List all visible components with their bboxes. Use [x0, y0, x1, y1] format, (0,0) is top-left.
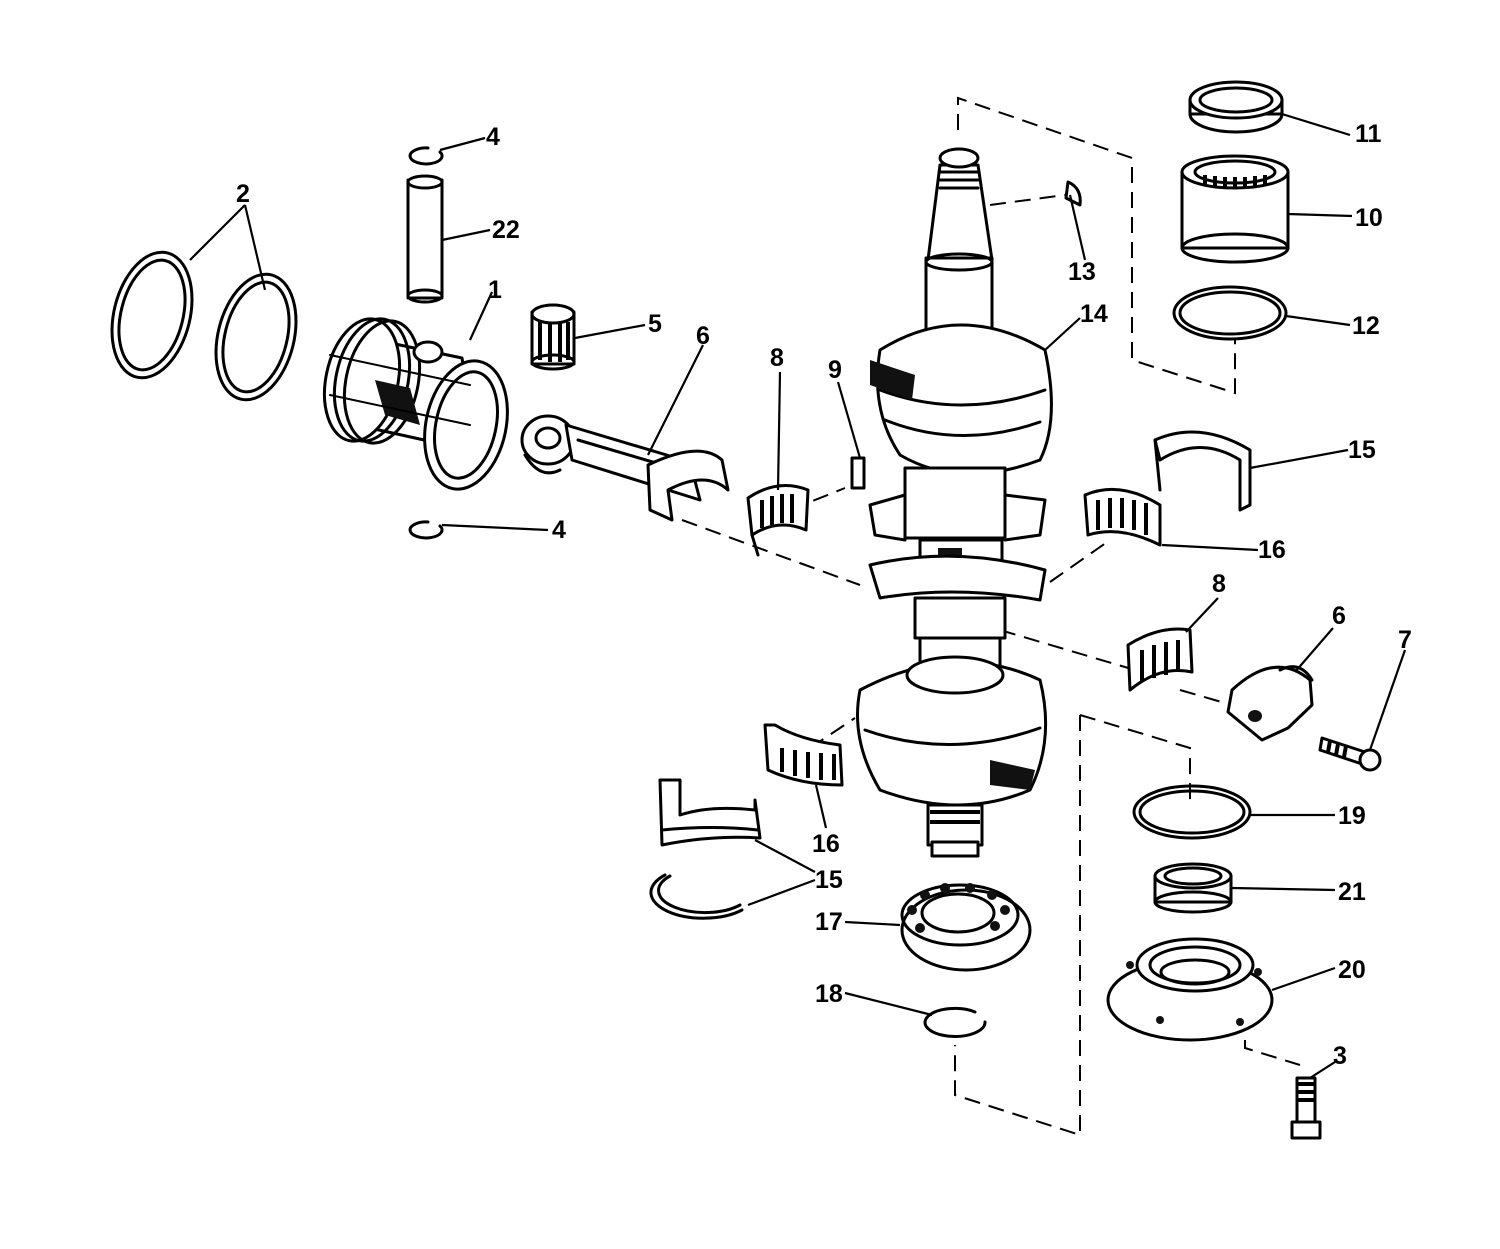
lower-main-bearing-cage-part: [763, 723, 844, 787]
callout-14: 14: [1080, 300, 1108, 328]
callout-21: 21: [1338, 878, 1366, 906]
upper-o-ring-part: [1172, 285, 1288, 341]
upper-main-bearing-part: [1180, 154, 1290, 264]
bearing-retainer-lower-part: [649, 778, 762, 920]
bearing-retainer-upper-part: [1153, 430, 1252, 512]
callout-leader-lines: [189, 112, 1407, 1079]
piston-pin-part: [406, 174, 444, 304]
callout-17: 17: [815, 908, 843, 936]
piston-rings-part: [110, 250, 298, 402]
callout-18: 18: [815, 980, 843, 1008]
callout-12: 12: [1352, 312, 1380, 340]
callout-10: 10: [1355, 204, 1383, 232]
callout-8-upper: 8: [770, 344, 784, 372]
crankshaft-part: [856, 147, 1053, 858]
crankpin-bearing-upper-part: [746, 484, 810, 557]
callout-7: 7: [1398, 626, 1412, 654]
upper-seal-part: [1188, 80, 1284, 134]
crankpin-bearing-lower-part: [1126, 627, 1194, 692]
callout-19: 19: [1338, 802, 1366, 830]
lower-o-ring-part: [1132, 784, 1252, 840]
callout-4-lower: 4: [552, 516, 566, 544]
housing-bolt-part: [1290, 1076, 1322, 1140]
retaining-clip-lower-part: [408, 520, 444, 540]
lower-bearing-housing-part: [1106, 937, 1274, 1042]
woodruff-key-part: [1064, 180, 1082, 207]
callout-11: 11: [1355, 120, 1382, 148]
lower-seal-part: [1153, 862, 1233, 914]
callout-20: 20: [1338, 956, 1366, 984]
callout-6-cap: 6: [1332, 602, 1346, 630]
callout-2: 2: [236, 180, 250, 208]
callout-15-lower: 15: [815, 866, 843, 894]
callout-labels: 2 1 4 22 4 5 6 8 9 11 10 12 13 14 15 16 …: [236, 120, 1412, 1070]
assembly-dashed-lines: [681, 96, 1301, 1137]
center-main-bearing-part: [1083, 487, 1162, 547]
callout-22: 22: [492, 216, 520, 244]
wrist-pin-bearing-part: [530, 303, 576, 371]
callout-6-rod: 6: [696, 322, 710, 350]
lower-ball-bearing-part: [900, 883, 1032, 972]
connecting-rod-cap-part: [1226, 665, 1314, 742]
retaining-clip-upper-part: [408, 146, 444, 166]
callout-15-upper: 15: [1348, 436, 1376, 464]
callout-8-lower: 8: [1212, 570, 1226, 598]
connecting-rod-part: [520, 414, 730, 522]
callout-16-lower: 16: [812, 830, 840, 858]
snap-ring-part: [923, 1006, 987, 1038]
callout-1: 1: [488, 276, 502, 304]
callout-5: 5: [648, 310, 662, 338]
piston-part: [323, 317, 509, 491]
callout-4-upper: 4: [486, 123, 500, 151]
rod-bolt-part: [1318, 736, 1382, 772]
callout-13: 13: [1068, 258, 1096, 286]
callout-9: 9: [828, 356, 842, 384]
callout-16-center: 16: [1258, 536, 1286, 564]
callout-3: 3: [1333, 1042, 1347, 1070]
dowel-pin-part: [850, 456, 866, 490]
